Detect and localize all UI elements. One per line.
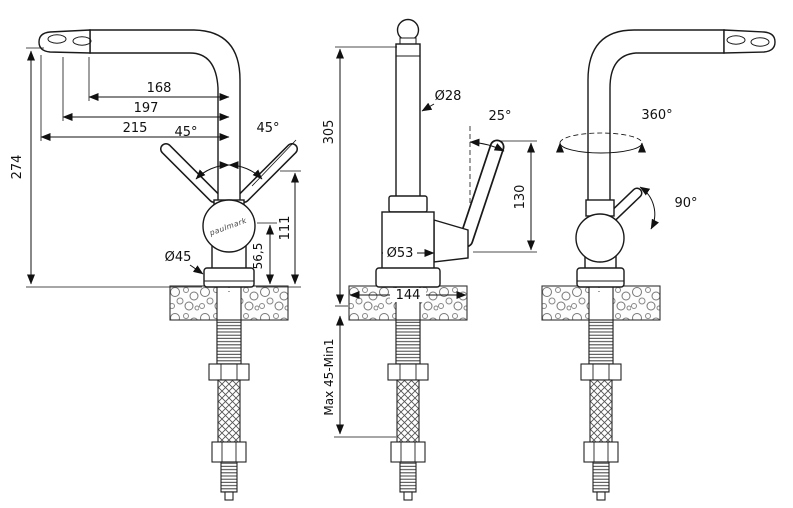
dim-body-diameter-53: Ø53 (381, 245, 435, 261)
spout-tube (89, 29, 241, 207)
dim-base-width-144: 144 (349, 288, 467, 303)
dim-reach-168: 168 (88, 57, 230, 101)
aerator-detail (726, 35, 746, 45)
dim-lever-angle-25: 25° (469, 109, 512, 208)
dim-label-130: 130 (513, 185, 528, 210)
handle-lever (458, 139, 505, 248)
spout-tip (723, 29, 776, 54)
dim-spout-diameter-28: Ø28 (421, 89, 462, 112)
dim-mounting-range: Max 45-Min1 (322, 315, 396, 438)
dim-reach-197: 197 (62, 57, 230, 121)
dim-label-274: 274 (10, 155, 25, 180)
angle-label-25: 25° (488, 109, 511, 124)
dim-swivel-360: 360° (556, 108, 673, 154)
side-handle (607, 187, 643, 222)
view-side-left: paulmark 274 168 197 215 45° (10, 29, 301, 501)
dim-height-111: 111 (256, 170, 301, 288)
body-sphere (575, 213, 625, 263)
view-side-right: 360° 90° (541, 29, 776, 501)
dim-height-274: 274 (10, 47, 202, 288)
aerator-detail (47, 34, 67, 44)
angle-label-45-right: 45° (256, 121, 279, 136)
dim-label-305: 305 (322, 120, 337, 145)
view-front: 305 Ø28 25° 130 Ø53 144 (322, 18, 537, 501)
dim-angle-right-45: 45° (228, 121, 297, 187)
dim-handle-90: 90° (639, 186, 698, 230)
dim-label-111: 111 (278, 216, 293, 241)
body-sphere (202, 199, 256, 253)
dim-label-dia28: Ø28 (435, 89, 462, 104)
dim-label-144: 144 (396, 288, 421, 303)
base-flange (203, 267, 255, 288)
dim-lever-length-130: 130 (473, 140, 537, 253)
dim-label-197: 197 (134, 101, 159, 116)
dim-label-dia45: Ø45 (165, 250, 192, 265)
angle-label-45-left: 45° (174, 125, 197, 140)
base-flange (576, 267, 625, 288)
handle-right-lever (238, 143, 298, 203)
aerator-cap (396, 18, 420, 42)
dim-base-diameter-45: Ø45 (165, 250, 204, 275)
body-cylinder (381, 211, 435, 271)
dim-label-215: 215 (123, 121, 148, 136)
aerator-detail (72, 36, 92, 46)
neck-collar (388, 195, 428, 213)
dim-reach-215: 215 (40, 55, 230, 141)
dim-label-168: 168 (147, 81, 172, 96)
handle-left-lever (160, 143, 220, 203)
dim-height-56-5: 56,5 (251, 222, 277, 285)
spout-column (395, 43, 421, 201)
base-flange (375, 267, 441, 288)
dim-label-mounting: Max 45-Min1 (322, 338, 336, 415)
angle-label-360: 360° (641, 108, 672, 123)
dim-height-305: 305 (322, 46, 397, 307)
angle-label-90: 90° (674, 196, 697, 211)
dim-label-dia53: Ø53 (387, 246, 414, 261)
dim-label-56-5: 56,5 (251, 243, 265, 270)
aerator-detail (750, 37, 770, 47)
dim-angle-left-45: 45° (174, 125, 230, 180)
